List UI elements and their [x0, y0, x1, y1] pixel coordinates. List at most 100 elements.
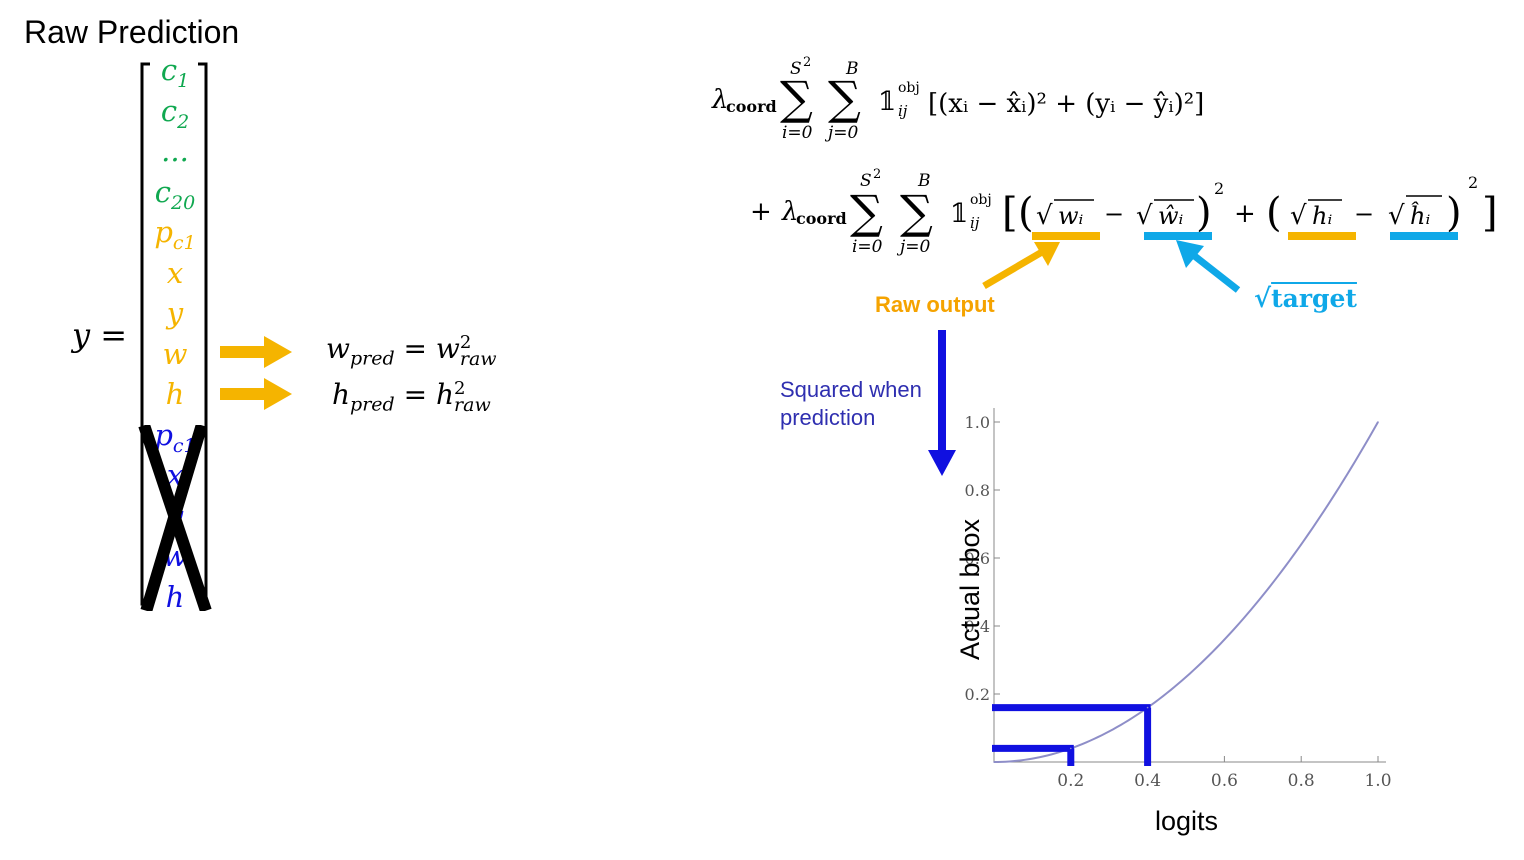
sum-2b: ∑ [900, 185, 933, 239]
curve-point [993, 761, 995, 763]
hhat-i: ĥᵢ [1410, 201, 1430, 230]
sq-2: 2 [1468, 173, 1478, 192]
plus-2: + [750, 197, 772, 227]
y-tick-label: 0.6 [965, 549, 990, 568]
coord-1: coord [726, 97, 777, 116]
curve-point [1223, 638, 1226, 641]
x-tick-label: 0.2 [1057, 771, 1084, 791]
minus-1: − [1104, 200, 1124, 228]
sqrt-hhat: √ [1388, 201, 1405, 231]
sum-bottom-1b: j=0 [824, 123, 859, 143]
sqrt-w: √ [1036, 201, 1053, 231]
sum-top-1a-sup: 2 [803, 55, 811, 70]
vector-lhs: y = [72, 316, 128, 354]
x-tick-label: 1.0 [1364, 771, 1391, 791]
curve-point [1377, 421, 1379, 423]
chart-axes [993, 408, 1386, 763]
h-i: hᵢ [1312, 202, 1332, 230]
lambda-2: λ [781, 197, 798, 227]
underline-h-raw [1288, 232, 1356, 240]
plus-mid: + [1234, 199, 1256, 229]
x-tick-label: 0.8 [1288, 771, 1315, 791]
yolo-loss-equation: λ coord ∑ S 2 i=0 ∑ B j=0 𝟙 obj ij [(xᵢ … [711, 55, 1498, 257]
sum-1b: ∑ [828, 71, 861, 125]
loss-line-1: λ coord ∑ S 2 i=0 ∑ B j=0 𝟙 obj ij [(xᵢ … [711, 55, 1204, 143]
minus-2: − [1354, 200, 1374, 228]
what-i: ŵᵢ [1158, 202, 1184, 230]
arrow-h-icon [220, 378, 292, 410]
curve-point [1300, 543, 1302, 546]
y-tick-label: 1.0 [965, 413, 990, 432]
target-label: √target [1254, 284, 1357, 314]
vector-entry-crossed: h [165, 579, 185, 614]
raw-output-label: Raw output [875, 292, 995, 317]
curve-point [1070, 747, 1072, 750]
vector-entry: pc1 [154, 215, 196, 254]
cross-out-mark [138, 425, 212, 611]
sum-1a: ∑ [780, 71, 813, 125]
y-tick-label: 0.2 [965, 685, 990, 704]
annotation-arrows [982, 240, 1241, 293]
arrow-group [220, 336, 292, 410]
x-tick-label: 0.6 [1211, 771, 1238, 791]
sum-2a: ∑ [850, 185, 883, 239]
paren-close-1: ) [1196, 190, 1212, 236]
y-axis-label: Actual bbox [955, 518, 986, 661]
obj-1: obj [898, 80, 920, 96]
curve-point [1338, 485, 1341, 488]
ij-1: ij [898, 102, 908, 120]
paren-close-2: ) [1446, 190, 1462, 236]
vector-entry: c20 [154, 174, 196, 214]
squared-arrow-icon [928, 330, 956, 476]
sqrt-what: √ [1136, 201, 1153, 231]
indicator-2: 𝟙 [950, 199, 968, 229]
sq-1: 2 [1214, 179, 1224, 198]
vector-entry: c2 [160, 93, 190, 133]
square-function-chart: 0.2 0.4 0.6 0.8 1.0 0.2 0.4 0.6 0.8 1.0 [965, 408, 1392, 791]
w-i: wᵢ [1058, 202, 1084, 230]
curve-point [1185, 676, 1187, 678]
vector-entry: ... [161, 134, 189, 168]
vector-entry: y [166, 296, 184, 330]
vector-entry: w [162, 336, 188, 371]
curve-point [1108, 730, 1110, 733]
loss-term-xy: [(xᵢ − x̂ᵢ)² + (yᵢ − ŷᵢ)²] [928, 89, 1204, 119]
underline-w-raw [1032, 232, 1100, 240]
x-axis-label: logits [1155, 806, 1219, 836]
arrow-raw-output-icon [982, 242, 1060, 290]
arrow-w-icon [220, 336, 292, 368]
curve-point [1262, 594, 1264, 597]
underline-h-target [1390, 232, 1458, 240]
indicator-1: 𝟙 [878, 87, 896, 117]
paren-open-2: ( [1266, 190, 1282, 236]
loss-line-2: + λ coord ∑ S 2 i=0 ∑ B j=0 𝟙 obj ij [ (… [750, 167, 1498, 257]
sum-top-1a: S [790, 59, 802, 79]
squared-note: Squared when prediction [780, 377, 922, 430]
vector-entry: c1 [160, 53, 190, 92]
paren-open-1: ( [1018, 190, 1034, 236]
highlight-lines [992, 421, 1379, 766]
page-title: Raw Prediction [24, 14, 240, 50]
coord-2: coord [796, 209, 847, 228]
ij-2: ij [970, 214, 980, 232]
arrow-target-icon [1176, 240, 1241, 293]
y-tick-label: 0.8 [965, 481, 990, 500]
y-tick-label: 0.4 [965, 617, 990, 636]
chart-ticks: 0.2 0.4 0.6 0.8 1.0 0.2 0.4 0.6 0.8 1.0 [965, 413, 1392, 791]
vector-entry: x [166, 255, 184, 290]
obj-2: obj [970, 192, 992, 208]
curve-point [1031, 757, 1034, 760]
bracket-close: ] [1482, 190, 1498, 236]
bracket-open: [ [1002, 190, 1018, 236]
sum-top-1b: B [845, 59, 859, 79]
curve-point [1146, 706, 1149, 709]
x-tick-label: 0.4 [1134, 771, 1161, 791]
lambda-1: λ [711, 85, 728, 115]
sum-bottom-1a: i=0 [782, 123, 813, 143]
sqrt-h: √ [1290, 201, 1307, 231]
underline-w-target [1144, 232, 1212, 240]
sum-bottom-2b: j=0 [896, 237, 931, 257]
sum-top-2a: S [860, 171, 872, 191]
